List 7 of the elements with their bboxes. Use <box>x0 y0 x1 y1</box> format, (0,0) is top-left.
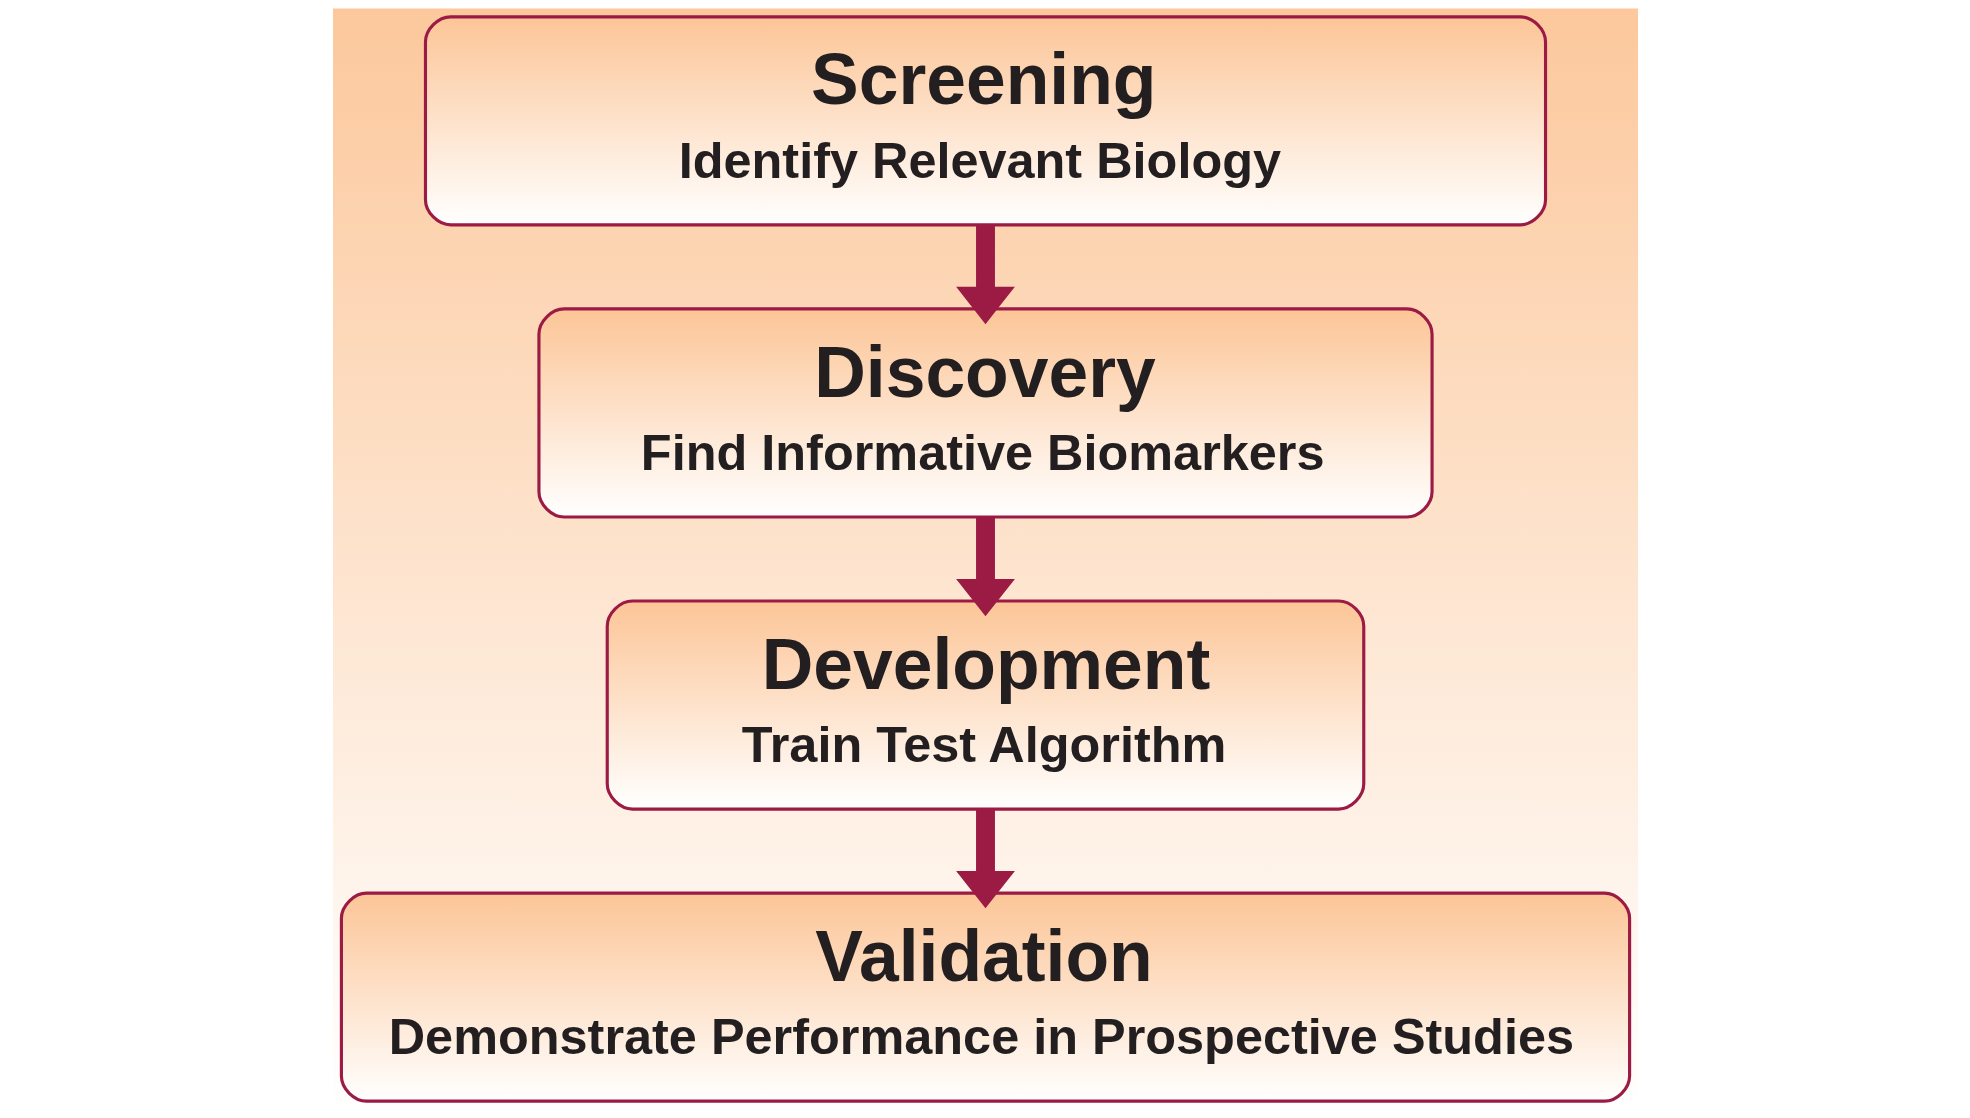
node-box: Development Train Test Algorithm <box>605 599 1365 811</box>
node-box: Screening Identify Relevant Biology <box>423 15 1547 227</box>
arrow <box>955 809 1015 909</box>
arrow <box>955 225 1015 325</box>
node-box: Discovery Find Informative Biomarkers <box>536 307 1434 519</box>
arrow <box>955 517 1015 617</box>
node-box: Validation Demonstrate Performance in Prospective Studies <box>339 891 1631 1103</box>
